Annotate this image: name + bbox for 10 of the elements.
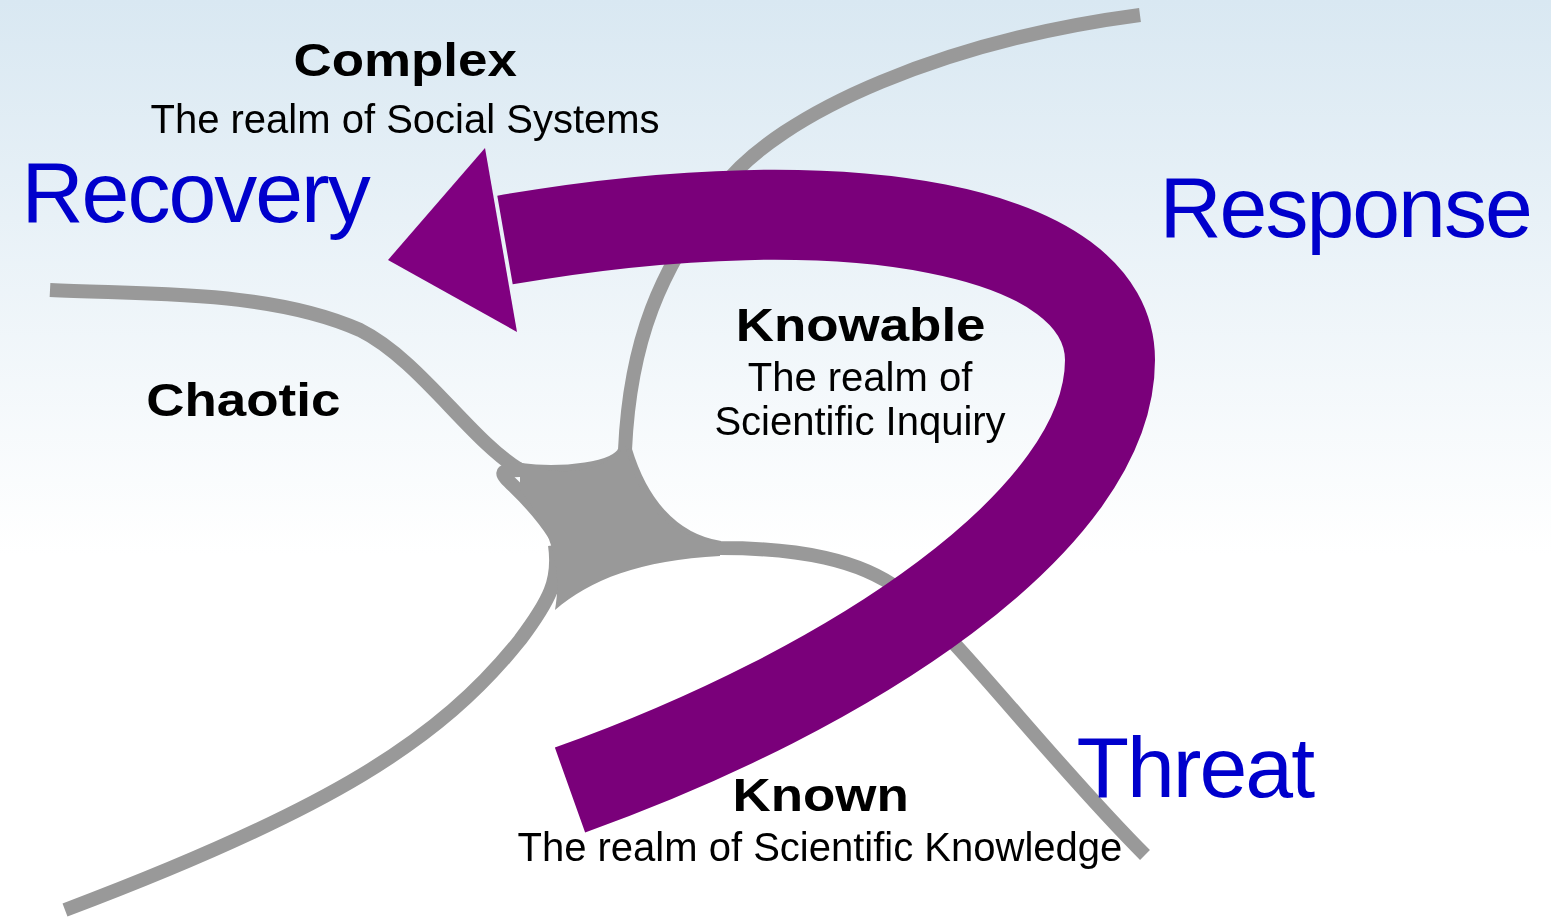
domain-title: Chaotic	[145, 375, 340, 426]
phase-label: Recovery	[21, 145, 369, 240]
phase-label: Threat	[1076, 720, 1314, 815]
domain-description: The realm of Social Systems	[150, 97, 660, 141]
domain-description: The realm of Scientific Inquiry	[713, 355, 1007, 443]
domain-title: Knowable	[735, 300, 986, 351]
domain-title: Known	[732, 770, 909, 821]
domain-title: Complex	[293, 35, 517, 86]
domain-description: The realm of Scientific Knowledge	[517, 825, 1123, 869]
phase-label: Response	[1159, 160, 1531, 255]
